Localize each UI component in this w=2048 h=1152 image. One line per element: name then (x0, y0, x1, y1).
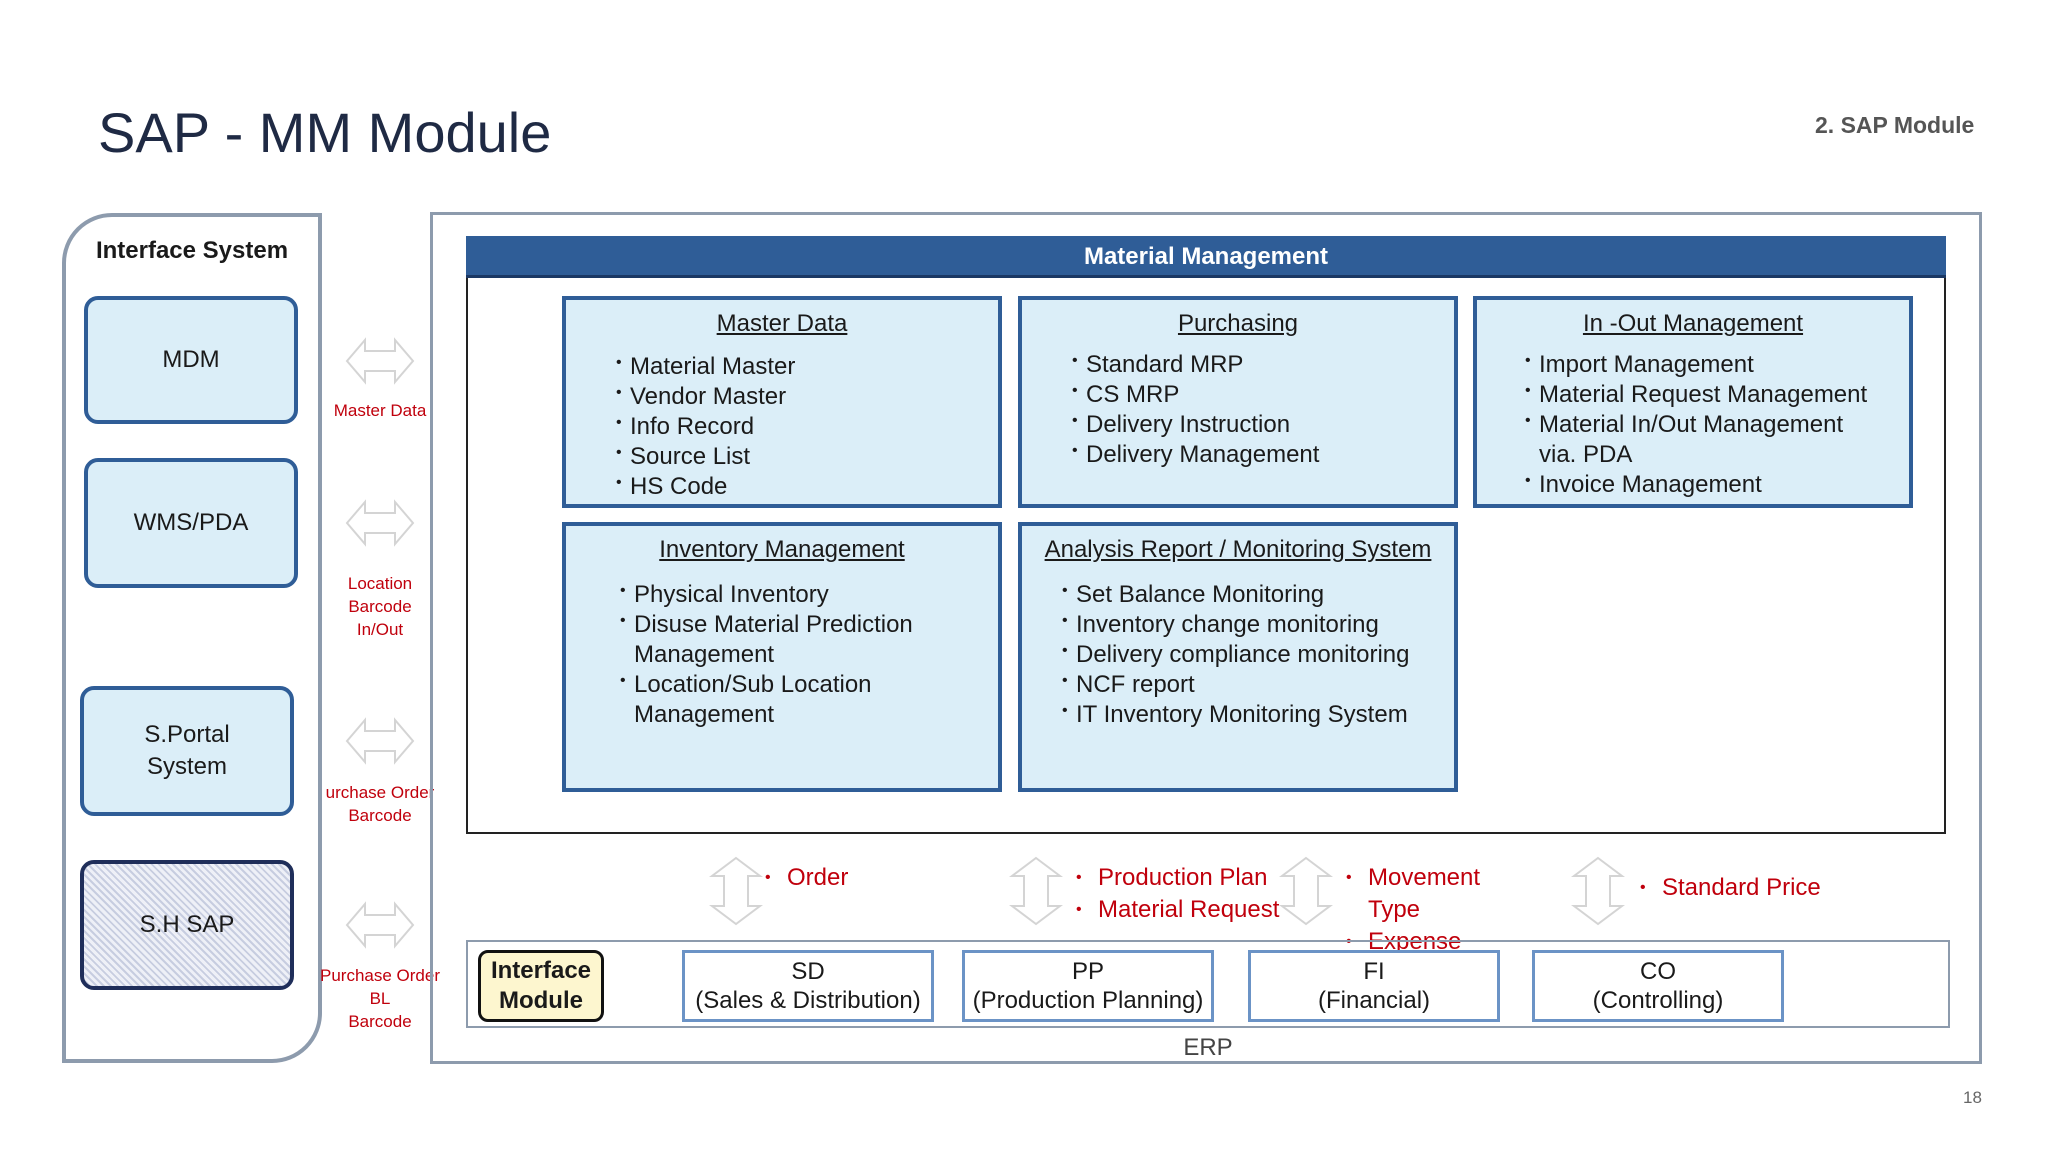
vertical-double-arrow-icon (1279, 856, 1333, 926)
page-number: 18 (1963, 1088, 1982, 1107)
module-code: PP (1071, 958, 1104, 985)
list-item: Standard MRP (1072, 346, 1319, 380)
module-name: (Controlling) (1592, 987, 1724, 1014)
list-item: Delivery Management (1072, 436, 1319, 470)
flow-item: Movement Type (1346, 862, 1496, 926)
box-purchasing: Purchasing Standard MRP CS MRP Delivery … (1018, 296, 1458, 508)
system-s-h-sap: S.H SAP (80, 860, 294, 990)
main-frame (430, 212, 1982, 1064)
box-items: Standard MRP CS MRP Delivery Instruction… (1072, 346, 1319, 470)
list-item: Source List (616, 438, 795, 472)
box-in-out-management: In -Out Management Import Management Mat… (1473, 296, 1913, 508)
interface-system-title: Interface System (95, 237, 289, 264)
list-item: Import Management (1525, 346, 1887, 380)
list-item: Delivery Instruction (1072, 406, 1319, 440)
list-item: CS MRP (1072, 376, 1319, 410)
flow-item: Material Request (1076, 894, 1286, 926)
erp-module-fi: FI (Financial) (1248, 950, 1500, 1022)
system-label: MDM (162, 346, 220, 373)
list-item: Set Balance Monitoring (1062, 576, 1454, 610)
system-wms-pda: WMS/PDA (84, 458, 298, 588)
system-mdm: MDM (84, 296, 298, 424)
list-item: IT Inventory Monitoring System (1062, 696, 1454, 730)
box-items: Import Management Material Request Manag… (1525, 346, 1887, 500)
list-item: Material Master (616, 348, 795, 382)
module-name: (Sales & Distribution) (695, 987, 921, 1014)
box-title: Inventory Management (659, 536, 905, 563)
box-items: Material Master Vendor Master Info Recor… (616, 348, 795, 502)
box-master-data: Master Data Material Master Vendor Maste… (562, 296, 1002, 508)
flow-item: Order (765, 862, 848, 894)
list-item: Material In/Out Management via. PDA (1525, 406, 1887, 470)
flow-order: Order (765, 862, 848, 894)
list-item: Disuse Material Prediction Management (620, 606, 962, 670)
list-item: Vendor Master (616, 378, 795, 412)
list-item: HS Code (616, 468, 795, 502)
double-arrow-icon (345, 901, 415, 949)
box-inventory-management: Inventory Management Physical Inventory … (562, 522, 1002, 792)
flow-co: Standard Price (1640, 872, 1821, 904)
double-arrow-icon (345, 717, 415, 765)
list-item: Inventory change monitoring (1062, 606, 1454, 640)
system-label: WMS/PDA (133, 509, 249, 536)
module-name: (Financial) (1317, 987, 1431, 1014)
vertical-double-arrow-icon (709, 856, 763, 926)
box-title: Purchasing (1177, 310, 1299, 337)
interface-system-panel (62, 213, 322, 1063)
connection-label: Master Data (333, 401, 427, 420)
box-title: Analysis Report / Monitoring System (1044, 536, 1432, 563)
module-code: SD (791, 958, 825, 985)
erp-panel (466, 940, 1950, 1028)
module-code: FI (1363, 958, 1385, 985)
vertical-double-arrow-icon (1571, 856, 1625, 926)
erp-module-co: CO (Controlling) (1532, 950, 1784, 1022)
box-items: Set Balance Monitoring Inventory change … (1062, 576, 1454, 730)
double-arrow-icon (345, 337, 415, 385)
section-label: 2. SAP Module (1815, 112, 1975, 138)
double-arrow-icon (345, 499, 415, 547)
list-item: Delivery compliance monitoring (1062, 636, 1454, 670)
flow-item: Standard Price (1640, 872, 1821, 904)
list-item: Location/Sub Location Management (620, 666, 962, 730)
erp-module-pp: PP (Production Planning) (962, 950, 1214, 1022)
box-title: Master Data (716, 310, 848, 337)
flow-fi: Movement Type Expense (1346, 862, 1496, 952)
module-code: CO (1640, 958, 1676, 985)
erp-label: ERP (1183, 1034, 1233, 1061)
list-item: Material Request Management (1525, 376, 1887, 410)
list-item: Physical Inventory (620, 576, 962, 610)
material-management-header: Material Management (466, 236, 1946, 278)
vertical-double-arrow-icon (1009, 856, 1063, 926)
box-analysis-report: Analysis Report / Monitoring System Set … (1018, 522, 1458, 792)
erp-module-sd: SD (Sales & Distribution) (682, 950, 934, 1022)
system-label: S.H SAP (139, 911, 235, 938)
list-item: Invoice Management (1525, 466, 1887, 500)
list-item: NCF report (1062, 666, 1454, 700)
list-item: Info Record (616, 408, 795, 442)
module-name: (Production Planning) (972, 987, 1204, 1014)
box-title: In -Out Management (1582, 310, 1804, 337)
box-items: Physical Inventory Disuse Material Predi… (620, 576, 962, 730)
flow-pp: Production Plan Material Request (1076, 862, 1286, 952)
page-title: SAP - MM Module (98, 101, 552, 164)
flow-item: Production Plan (1076, 862, 1286, 894)
